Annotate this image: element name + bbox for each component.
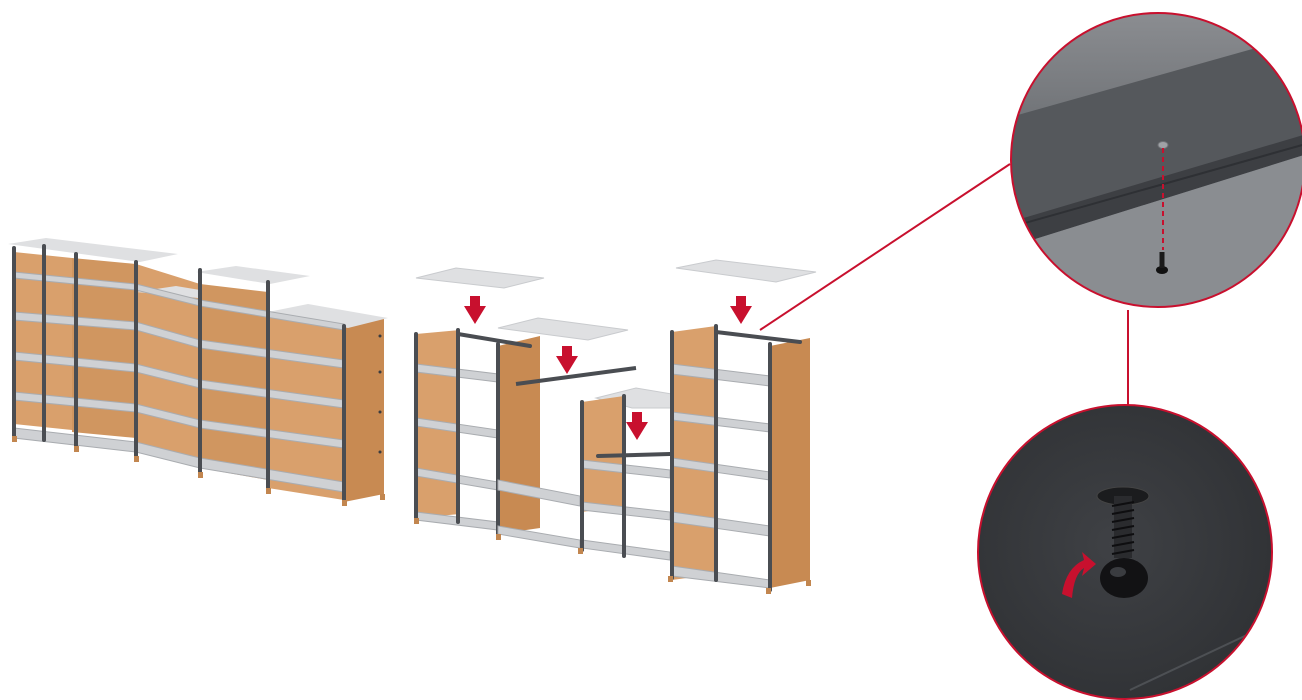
down-arrow-icon [556, 346, 578, 374]
side-panel [344, 318, 384, 502]
back-panel [672, 326, 716, 580]
screw-hole [1158, 142, 1168, 149]
foot [266, 488, 271, 494]
detail-screw-fastening [970, 400, 1300, 700]
floating-top-panel [676, 260, 816, 282]
foot [342, 500, 347, 506]
callout-line [760, 164, 1010, 330]
foot [74, 446, 79, 452]
floating-top-panel [498, 318, 628, 340]
down-arrow-icon [626, 412, 648, 440]
down-arrow-icon [730, 296, 752, 324]
foot [134, 456, 139, 462]
detail-screw-hole [1000, 0, 1302, 320]
down-arrow-icon [464, 296, 486, 324]
side-panel [498, 336, 540, 534]
foot [380, 494, 385, 500]
side-panel [770, 338, 810, 588]
floating-top-panel [416, 268, 544, 288]
foot [12, 436, 17, 442]
top-panel [196, 266, 310, 284]
foot [198, 472, 203, 478]
assembled-shelving-unit [8, 238, 388, 506]
exploded-shelving-unit [414, 260, 816, 594]
